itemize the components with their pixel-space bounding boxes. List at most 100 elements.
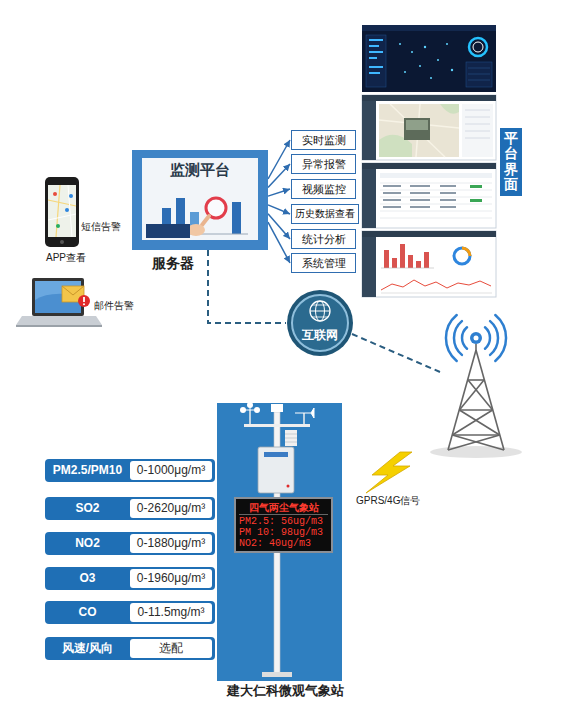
screenshot-dashboard [468,68,490,69]
node-text: 0-11.5mg/m³ [130,603,212,622]
cell-tower [462,327,467,348]
weather-station [285,434,297,435]
function-box: 视频监控 [291,179,356,199]
screenshot-statistics [424,252,429,268]
node-text: 0-1880μg/m³ [130,534,212,553]
screenshot-statistics [362,231,496,297]
weather-station [287,485,290,488]
internet-circle: 互联网 [286,289,354,357]
screenshot-table [410,185,430,187]
screenshot-map [404,118,430,140]
screenshot-map [465,110,490,138]
screenshot-map [362,95,496,101]
screenshot-table [470,185,482,188]
screenshot-table [440,185,456,187]
cell-tower [468,379,484,381]
screenshot-map [462,104,493,157]
internet-globe [312,317,328,318]
screenshot-dashboard [399,43,401,45]
screenshot-dashboard [369,51,383,53]
phone-icon [48,200,76,206]
screenshot-table [383,199,401,201]
node-text: PM2.5: 56ug/m3 [239,516,328,527]
screenshot-table [470,185,482,202]
arrow-connector [268,189,290,196]
screenshot-map [465,138,490,139]
weather-station [254,407,260,413]
screenshot-dashboard [369,39,383,41]
range-box: 0-1880μg/m³ [130,534,212,553]
screenshot-statistics [381,280,491,290]
screenshot-table [410,206,430,208]
node-text: O3 [45,567,130,590]
phone-icon [56,224,60,228]
weather-station [217,402,342,681]
screenshot-dashboard [369,66,383,68]
laptop-icon [32,278,84,316]
screenshot-table [380,173,492,178]
cell-tower [485,327,490,348]
node-text: 异常报警 [295,155,352,173]
screenshot-table [470,199,482,202]
node-text: 视频监控 [295,180,352,198]
screenshot-dashboard [424,46,426,48]
server-icon [146,224,190,238]
screenshot-table [362,169,376,228]
phone-icon [65,208,69,212]
screenshot-table [440,192,456,194]
cell-tower [454,321,462,355]
server-icon [202,216,209,225]
cell-tower [474,336,479,341]
node-text: 监测平台 [132,161,268,179]
screenshot-dashboard [362,25,496,92]
node-text: 互联网 [286,289,354,344]
cell-tower [475,344,477,352]
parameter-row: CO0-11.5mg/m³ [45,601,215,624]
laptop-icon [78,295,90,307]
screenshot-statistics [362,231,496,237]
node-text: 实时监测 [295,131,352,149]
internet-globe [312,305,328,306]
screenshot-map [465,131,490,132]
phone-icon [53,192,57,196]
screenshot-map [440,104,459,114]
parameter-row: O30-1960μg/m³ [45,567,215,590]
node-text: NO2 [45,532,130,555]
cell-tower [470,332,482,344]
side-label: APP查看 [46,251,86,265]
screenshot-statistics [362,237,376,297]
weather-station [285,442,297,443]
screenshot-table [380,183,492,184]
screenshot-table [440,199,456,201]
screenshot-map [362,95,496,160]
parameter-row: NO20-1880μg/m³ [45,532,215,555]
node-text: 历史数据查看 [295,205,355,223]
weather-station [285,430,297,446]
screenshot-table [380,218,492,219]
weather-station [303,413,305,424]
screenshot-dashboard [430,77,432,79]
node-text: 0-2620μg/m³ [130,499,212,518]
caption: 建大仁科微观气象站 [185,682,385,700]
screenshot-table [380,197,492,198]
parameter-row: 风速/风向选配 [45,637,215,660]
screenshot-dashboard [411,51,413,53]
weather-station [271,404,283,412]
dashed-link [352,334,440,372]
screenshot-statistics [454,248,470,264]
server-icon [132,150,268,250]
weather-station [240,407,246,413]
side-label: 短信告警 [81,221,121,234]
screenshot-table [380,190,492,191]
phone-icon [48,214,76,220]
arrow-connector [268,205,290,214]
screenshot-dashboard [446,43,448,45]
cell-tower [446,315,506,361]
screenshot-dashboard [469,38,487,56]
weather-station [285,438,297,439]
node-text: 选配 [130,639,212,658]
range-box: 0-2620μg/m³ [130,499,212,518]
screenshot-map [379,104,459,157]
cell-tower [459,380,484,410]
screenshot-table [362,163,496,169]
